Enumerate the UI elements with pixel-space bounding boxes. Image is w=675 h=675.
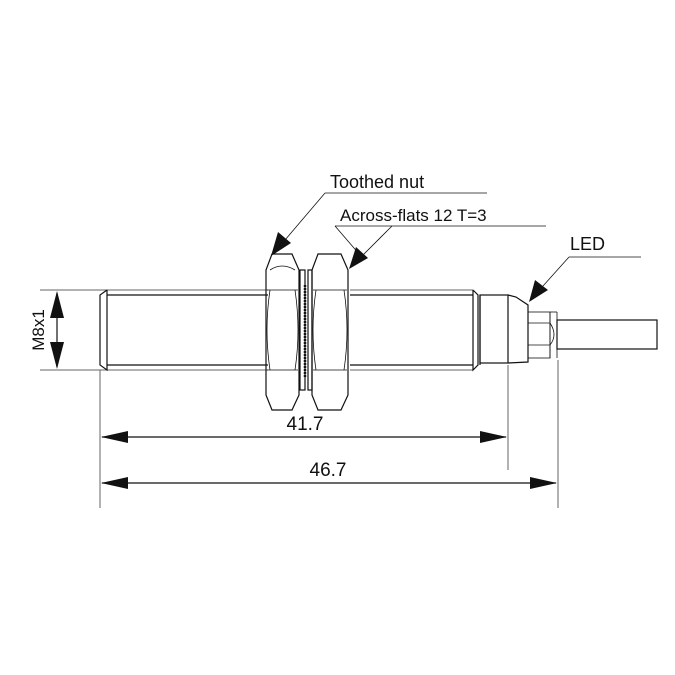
cable xyxy=(556,319,658,350)
total-length-label: 46.7 xyxy=(310,460,347,481)
rear-housing xyxy=(479,294,658,364)
threaded-body xyxy=(40,289,481,372)
length-dimension-41-7: 41.7 xyxy=(101,414,507,443)
led-callout: LED xyxy=(529,234,641,302)
toothed-nut-callout: Toothed nut xyxy=(271,172,487,256)
across-flats-label: Across-flats 12 T=3 xyxy=(340,206,487,225)
toothed-nut-label: Toothed nut xyxy=(330,172,424,192)
led-label: LED xyxy=(570,234,605,254)
hex-nut xyxy=(311,253,349,411)
across-flats-callout: Across-flats 12 T=3 xyxy=(334,206,546,269)
length-dimension-46-7: 46.7 xyxy=(101,460,557,489)
toothed-nut xyxy=(265,253,313,411)
short-length-label: 41.7 xyxy=(287,414,324,435)
thread-dimension: M8x1 xyxy=(29,291,64,369)
thread-label: M8x1 xyxy=(29,309,48,351)
